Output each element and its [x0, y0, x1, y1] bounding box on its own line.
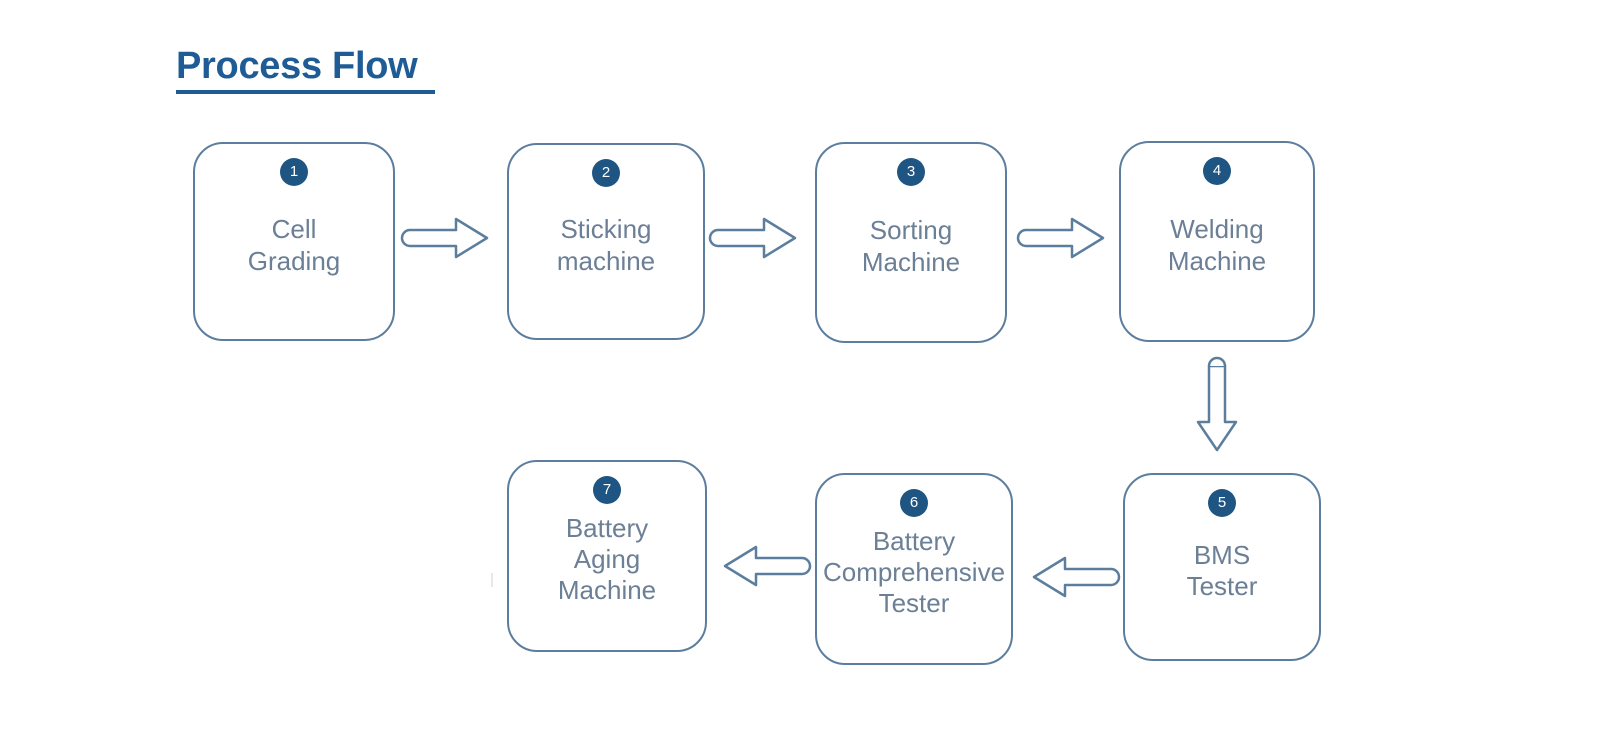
page-title: Process Flow	[176, 47, 435, 94]
node-number-badge-2: 2	[592, 159, 620, 187]
node-number-badge-4: 4	[1203, 157, 1231, 185]
node-label-5: BMS Tester	[1186, 539, 1258, 601]
node-number-badge-7: 7	[593, 476, 621, 504]
stray-mark	[491, 573, 493, 587]
node-label-6: Battery Comprehensive Tester	[822, 525, 1006, 619]
node-number-badge-5: 5	[1208, 489, 1236, 517]
node-label-2: Sticking machine	[556, 214, 656, 276]
connector-arrow-4-to-5	[1193, 356, 1241, 454]
title-underline	[176, 90, 435, 94]
node-number-badge-3: 3	[897, 158, 925, 186]
process-node-3[interactable]: 3 Sorting Machine	[815, 142, 1007, 343]
connector-arrow-3-to-4	[1016, 216, 1106, 260]
connector-arrow-2-to-3	[708, 216, 798, 260]
process-node-5[interactable]: 5 BMS Tester	[1123, 473, 1321, 661]
node-number-badge-6: 6	[900, 489, 928, 517]
node-label-7: Battery Aging Machine	[557, 512, 657, 606]
connector-arrow-6-to-7	[718, 544, 812, 588]
node-number-badge-1: 1	[280, 158, 308, 186]
process-node-4[interactable]: 4 Welding Machine	[1119, 141, 1315, 342]
process-node-1[interactable]: 1 Cell Grading	[193, 142, 395, 341]
node-label-1: Cell Grading	[247, 214, 341, 276]
connector-arrow-5-to-6	[1027, 555, 1121, 599]
node-label-4: Welding Machine	[1167, 214, 1267, 276]
node-label-3: Sorting Machine	[861, 215, 961, 277]
process-node-6[interactable]: 6 Battery Comprehensive Tester	[815, 473, 1013, 665]
process-node-2[interactable]: 2 Sticking machine	[507, 143, 705, 340]
process-node-7[interactable]: 7 Battery Aging Machine	[507, 460, 707, 652]
connector-arrow-1-to-2	[400, 216, 490, 260]
page-title-text: Process Flow	[176, 45, 418, 87]
